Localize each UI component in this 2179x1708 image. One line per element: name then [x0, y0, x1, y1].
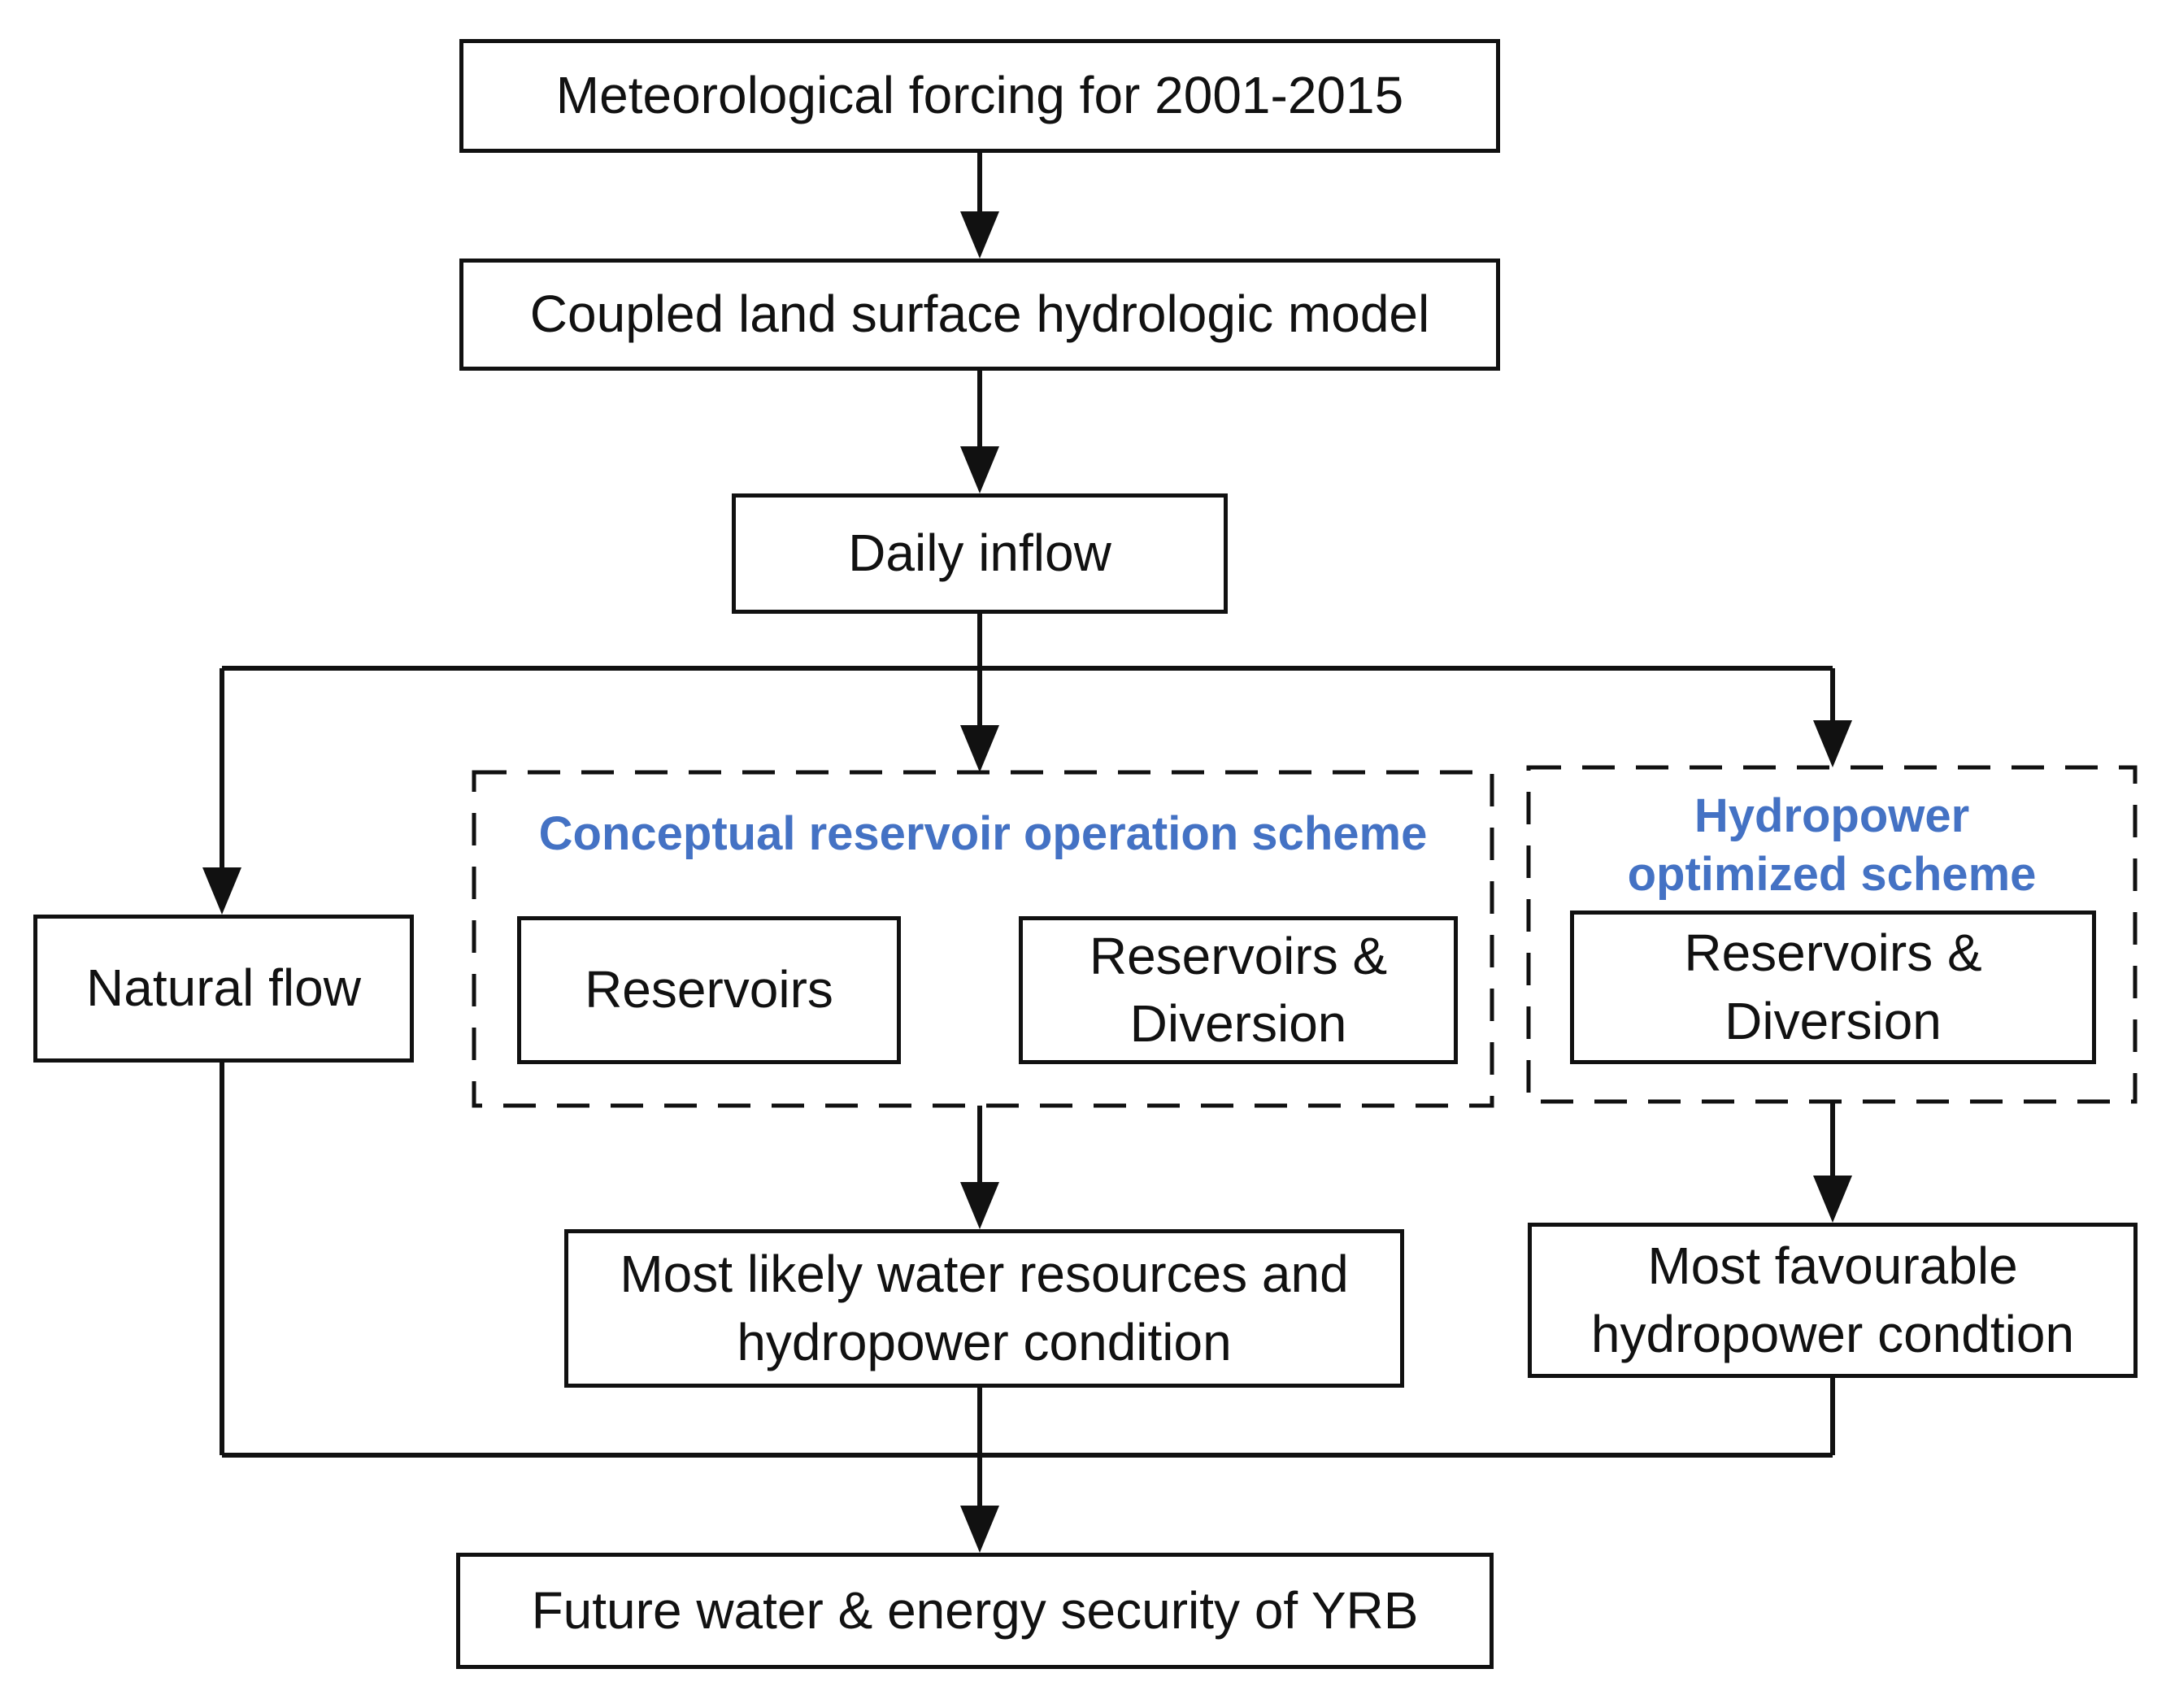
node-label: Coupled land surface hydrologic model: [529, 285, 1430, 344]
edge-lines: [220, 153, 1835, 1507]
node-natural-flow: Natural flow: [33, 915, 414, 1063]
node-label: Natural flow: [86, 958, 361, 1018]
conceptual-scheme-heading: Conceptual reservoir operation scheme: [474, 805, 1492, 863]
arrowhead: [960, 1182, 999, 1229]
node-label: Daily inflow: [848, 524, 1111, 583]
arrowhead: [960, 1506, 999, 1553]
node-label: Most favourable hydropower condtion: [1590, 1236, 2075, 1363]
node-daily-inflow: Daily inflow: [732, 493, 1228, 614]
node-hydrologic-model: Coupled land surface hydrologic model: [459, 259, 1500, 371]
conceptual-scheme-dashed-container: [472, 770, 1494, 1108]
heading-label: Hydropower optimized scheme: [1627, 789, 2037, 901]
hydropower-scheme-heading: Hydropower optimized scheme: [1529, 787, 2135, 904]
node-label: Meteorological forcing for 2001-2015: [555, 66, 1404, 125]
heading-label: Conceptual reservoir operation scheme: [538, 807, 1428, 860]
node-future-security: Future water & energy security of YRB: [456, 1553, 1494, 1669]
node-hydropower-reservoirs-diversion: Reservoirs & Diversion: [1570, 910, 2096, 1064]
node-reservoirs-diversion: Reservoirs & Diversion: [1019, 916, 1458, 1064]
hydropower-scheme-dashed-container: [1526, 765, 2138, 1104]
node-label: Most likely water resources and hydropow…: [620, 1245, 1349, 1371]
node-label: Reservoirs & Diversion: [1684, 924, 1982, 1050]
node-label: Reservoirs & Diversion: [1089, 926, 1388, 1053]
arrowhead: [960, 725, 999, 772]
node-most-likely-condition: Most likely water resources and hydropow…: [564, 1229, 1404, 1388]
arrowhead: [202, 867, 241, 915]
node-label: Reservoirs: [585, 960, 833, 1019]
node-label: Future water & energy security of YRB: [531, 1580, 1419, 1640]
arrowheads: [202, 211, 1852, 1553]
arrowhead: [960, 211, 999, 259]
node-reservoirs: Reservoirs: [517, 916, 901, 1064]
arrowhead: [1813, 1176, 1852, 1223]
node-meteorological-forcing: Meteorological forcing for 2001-2015: [459, 39, 1500, 153]
arrowhead: [960, 446, 999, 493]
node-most-favourable-condition: Most favourable hydropower condtion: [1528, 1223, 2138, 1378]
arrowhead: [1813, 720, 1852, 767]
